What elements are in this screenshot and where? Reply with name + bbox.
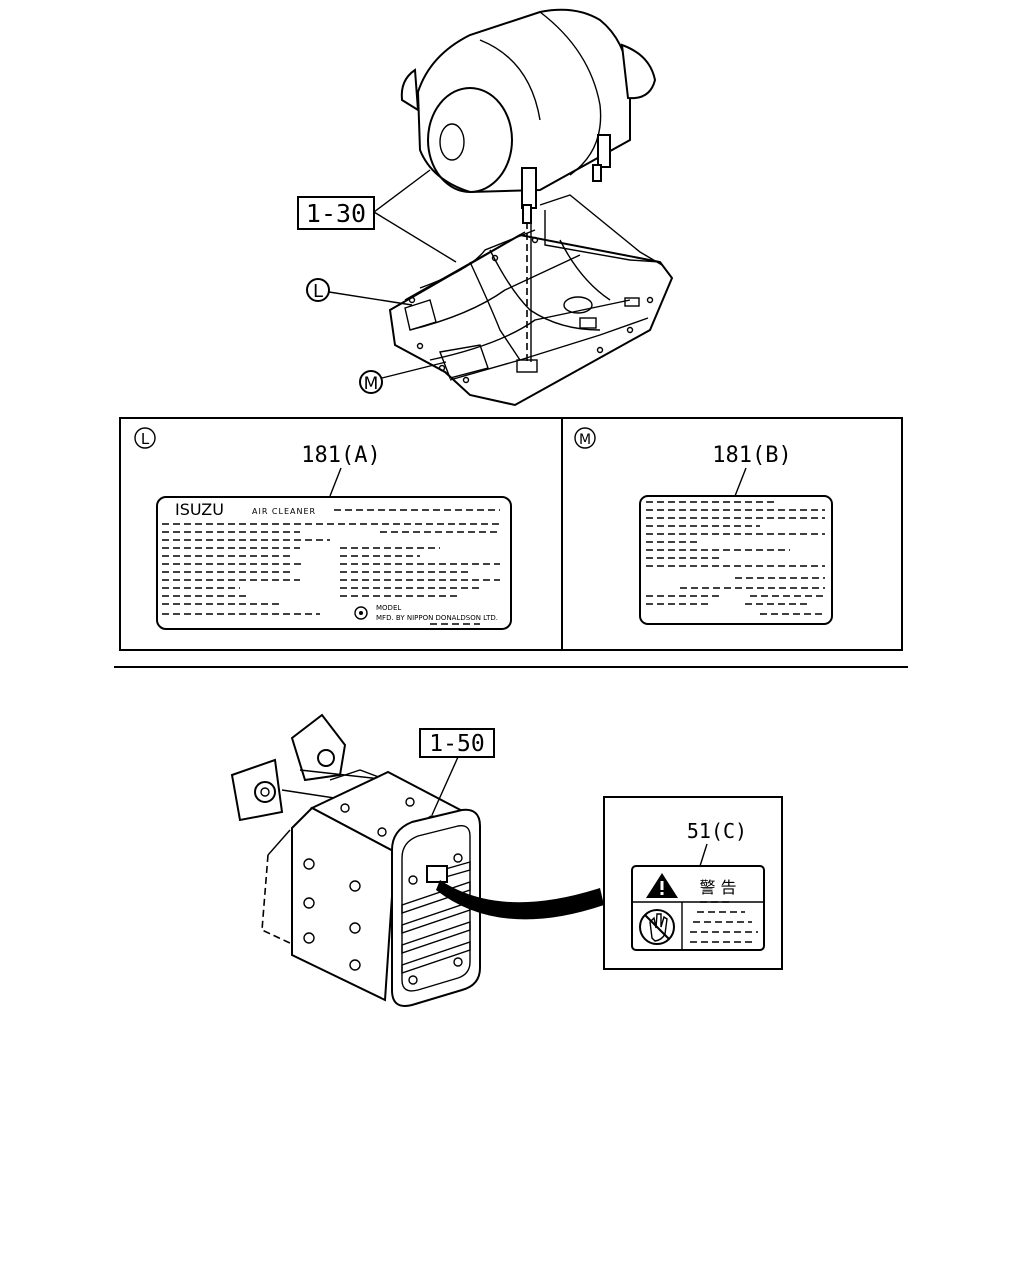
- side-bolts: [303, 858, 361, 971]
- marker-m-top-text: M: [364, 374, 379, 394]
- no-hand-icon: [639, 909, 675, 945]
- callout-1-50: 1-50: [419, 728, 495, 816]
- label-brand: ISUZU: [175, 500, 224, 519]
- warning-label-panel: 51(C) 警 告: [603, 796, 783, 970]
- panel-l-marker: L: [141, 430, 150, 448]
- panel-m-part-ref: 181(B): [712, 443, 791, 468]
- air-cleaner-drawing: [388, 8, 674, 407]
- detail-arrow: [436, 880, 604, 920]
- panel-m-marker: M: [579, 432, 591, 448]
- panel-c-part-ref: 51(C): [687, 819, 747, 843]
- label-manufacturer: MFD. BY NIPPON DONALDSON LTD.: [376, 614, 498, 622]
- marker-l-top: L: [306, 278, 413, 306]
- marker-m-top: M: [359, 361, 447, 394]
- warning-text: 警 告: [699, 878, 736, 897]
- label-m-text-lines: [646, 501, 825, 615]
- callout-1-30: 1-30: [297, 169, 457, 263]
- callout-1-50-text: 1-50: [429, 731, 484, 757]
- label-logo-icon: [354, 606, 368, 620]
- label-panel-l: L 181(A) ISUZU AIR CLEANER: [119, 417, 563, 651]
- marker-l-top-text: L: [313, 281, 323, 302]
- warning-triangle-icon: [646, 873, 678, 898]
- unit-drawing: [230, 713, 604, 1007]
- label-model: MODEL: [376, 604, 401, 612]
- label-panel-m: M 181(B): [561, 417, 903, 651]
- panel-l-part-ref: 181(A): [301, 443, 380, 468]
- label-l-text-lines: [162, 509, 500, 625]
- warning-decal-position: [426, 865, 448, 883]
- callout-1-30-text: 1-30: [306, 199, 366, 228]
- label-product: AIR CLEANER: [252, 507, 316, 516]
